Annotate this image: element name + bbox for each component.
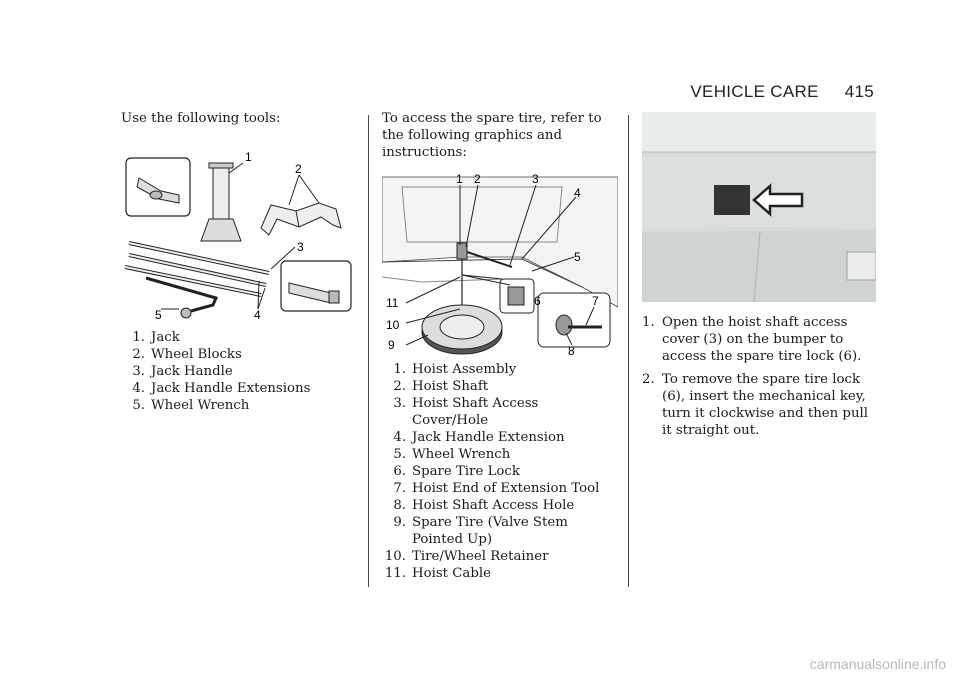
spare-callout-7: 7 [592,294,599,308]
list-item: 5.Wheel Wrench [132,398,250,413]
arrow-icon [752,183,804,217]
list-item: 1.Hoist Assembly [393,362,517,377]
list-item: 1.Open the hoist shaft access cover (3) … [642,315,862,364]
spare-callout-8: 8 [568,344,575,357]
tools-callout-4: 4 [254,308,261,322]
spare-parts-list: 1.Hoist Assembly 2.Hoist Shaft 3.Hoist S… [382,361,618,582]
list-item: 2.Hoist Shaft [393,379,489,394]
spare-tire-graphic [421,304,503,355]
tools-list: 1.Jack 2.Wheel Blocks 3.Jack Handle 4.Ja… [121,329,356,414]
list-item: 11.Hoist Cable [384,566,491,581]
tools-callout-3: 3 [297,240,304,254]
list-item: 2.To remove the spare tire lock (6), ins… [642,372,869,438]
column-steps: 1.Open the hoist shaft access cover (3) … [642,112,878,445]
spare-callout-5: 5 [574,250,581,264]
page-number: 415 [844,82,874,101]
wheel-wrench-graphic [145,276,219,319]
jack-graphic [200,162,244,242]
list-item: 5.Wheel Wrench [393,447,511,462]
list-item: 9.Spare Tire (Valve Stem Pointed Up) [393,515,568,547]
spare-callout-10: 10 [386,318,400,332]
steps-list: 1.Open the hoist shaft access cover (3) … [642,314,878,439]
inset-detail-1 [125,157,191,217]
spare-callout-11: 11 [386,296,399,310]
spare-intro: To access the spare tire, refer to the f… [382,111,602,160]
list-item: 10.Tire/Wheel Retainer [384,549,549,564]
list-item: 3.Hoist Shaft Access Cover/Hole [393,396,539,428]
spare-callout-1: 1 [456,172,463,186]
inset-hoist [537,292,611,348]
column-tools: Use the following tools: [121,110,356,414]
tools-callout-1: 1 [245,150,252,164]
list-item: 7.Hoist End of Extension Tool [393,481,600,496]
tools-callout-2: 2 [295,162,302,176]
list-item: 2.Wheel Blocks [132,347,242,362]
running-header: VEHICLE CARE 415 [690,82,874,102]
spare-callout-6: 6 [534,294,541,308]
list-item: 6.Spare Tire Lock [393,464,520,479]
section-title: VEHICLE CARE [690,82,819,101]
wheel-blocks-graphic [260,202,342,236]
access-cover [714,185,750,215]
bumper-photo [642,112,876,302]
tools-callout-5: 5 [155,308,162,322]
list-item: 4.Jack Handle Extension [393,430,565,445]
watermark: carmanualsonline.info [809,656,946,672]
list-item: 3.Jack Handle [132,364,233,379]
column-rule-1 [368,115,369,587]
tools-intro: Use the following tools: [121,111,281,126]
column-spare-access: To access the spare tire, refer to the f… [382,110,618,582]
spare-tire-illustration: 1 2 3 4 5 6 7 8 9 10 11 [382,172,618,357]
spare-callout-2: 2 [474,172,481,186]
list-item: 4.Jack Handle Extensions [132,381,311,396]
jack-handle-graphic [124,241,270,297]
list-item: 8.Hoist Shaft Access Hole [393,498,575,513]
list-item: 1.Jack [132,330,180,345]
spare-callout-4: 4 [574,186,581,200]
spare-callout-9: 9 [388,338,395,352]
column-rule-2 [628,115,629,587]
tools-illustration: 1 2 3 4 5 [124,150,352,322]
spare-callout-3: 3 [532,172,539,186]
